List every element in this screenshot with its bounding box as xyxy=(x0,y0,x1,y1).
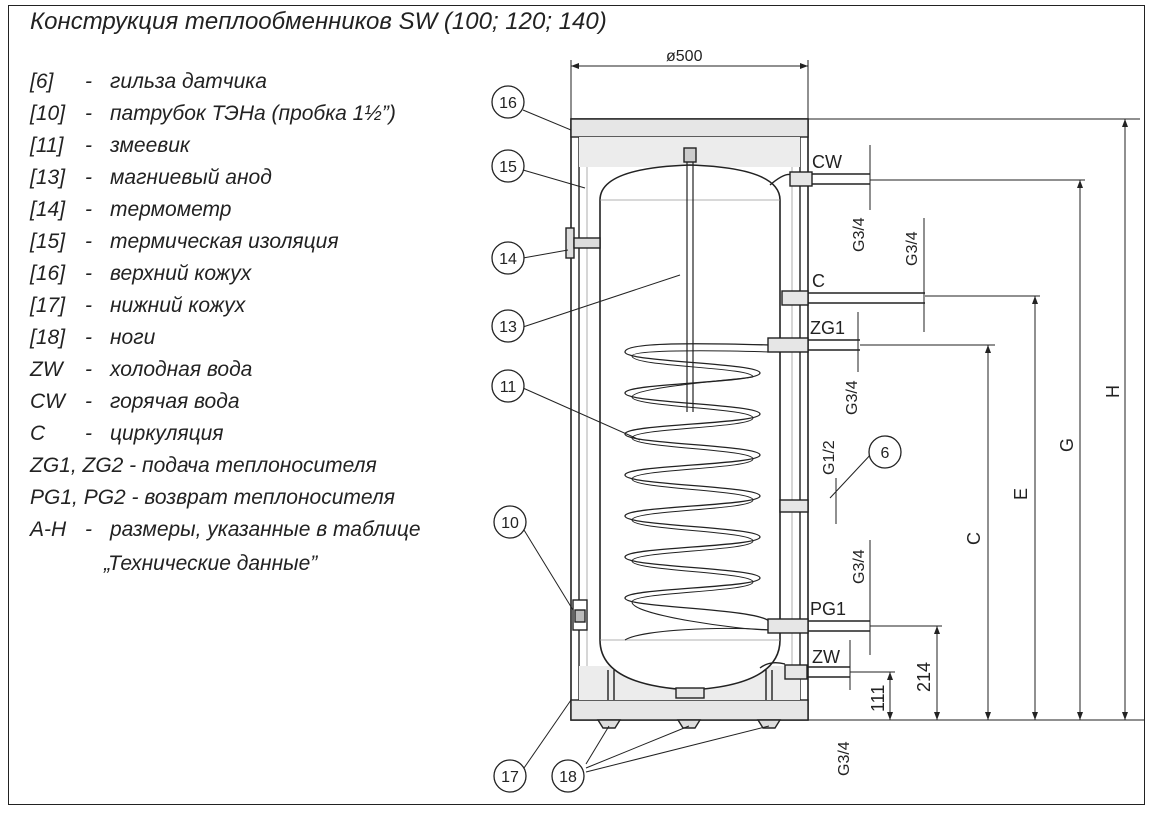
legend-dash: - xyxy=(85,390,92,413)
dim-c: C xyxy=(964,532,984,545)
callout-circle xyxy=(868,435,902,469)
legend-key: C xyxy=(30,422,46,445)
height-labels: 111 214 C E G H xyxy=(868,385,1123,712)
thread-cw: G3/4 xyxy=(851,217,868,252)
legend-desc: патрубок ТЭНа (пробка 1½”) xyxy=(110,102,396,125)
legend-desc: горячая вода xyxy=(110,390,240,413)
legend-desc: магниевый анод xyxy=(110,166,272,189)
callout-circle xyxy=(551,759,585,793)
height-dimensions xyxy=(808,118,1140,720)
callout-leaders xyxy=(522,109,874,773)
callout-label: 18 xyxy=(559,769,577,786)
tank xyxy=(599,164,781,691)
page-title: Конструкция теплообменников SW (100; 120… xyxy=(30,8,607,35)
legend-key: [15] xyxy=(30,230,66,253)
label-c: C xyxy=(812,271,825,291)
heater-port xyxy=(572,599,588,631)
legend-dash: - xyxy=(85,262,92,285)
legend-desc: гильза датчика xyxy=(110,70,267,93)
legend-key: [10] xyxy=(30,102,66,125)
connection-labels: CW C ZG1 PG1 ZW xyxy=(810,152,846,667)
coil xyxy=(624,343,771,641)
label-zw: ZW xyxy=(812,647,840,667)
legend-key: [14] xyxy=(30,198,66,221)
legend-dash: - xyxy=(85,230,92,253)
legend-desc: холодная вода xyxy=(110,358,253,381)
legend-desc: термометр xyxy=(110,198,232,221)
magnesium-anode xyxy=(683,147,697,412)
callout-circle xyxy=(491,241,525,275)
callout-label: 10 xyxy=(501,515,519,532)
legend-ah-dash: - xyxy=(85,518,92,541)
callout-label: 6 xyxy=(881,445,890,462)
legend-dash: - xyxy=(85,166,92,189)
callout-circle xyxy=(493,505,527,539)
legend-key: ZW xyxy=(30,358,63,381)
legend-desc: ноги xyxy=(110,326,156,349)
legend-row-full: PG1, PG2 - возврат теплоносителя xyxy=(30,486,395,509)
callout-circle xyxy=(491,149,525,183)
callout-circle xyxy=(491,369,525,403)
legend-dash: - xyxy=(85,134,92,157)
height-111: 111 xyxy=(868,685,888,712)
dim-g: G xyxy=(1057,438,1077,452)
legend-key: [16] xyxy=(30,262,66,285)
callouts: 16 15 14 13 11 10 17 18 6 xyxy=(491,85,902,793)
thread-sensor: G1/2 xyxy=(821,440,838,475)
dim-h: H xyxy=(1103,385,1123,398)
drawing-frame xyxy=(8,5,1145,805)
legend-key: CW xyxy=(30,390,65,413)
legs xyxy=(596,670,782,729)
legend-key: [13] xyxy=(30,166,66,189)
label-zg1: ZG1 xyxy=(810,318,845,338)
legend-dash: - xyxy=(85,294,92,317)
legend-desc: верхний кожух xyxy=(110,262,252,285)
thread-dimensions xyxy=(835,145,925,690)
dim-e: E xyxy=(1011,488,1031,500)
legend-dash: - xyxy=(85,70,92,93)
callout-label: 11 xyxy=(500,379,517,396)
legend-dash: - xyxy=(85,326,92,349)
legend-key: [6] xyxy=(30,70,54,93)
diameter-label: ø500 xyxy=(666,48,703,65)
legend-desc: нижний кожух xyxy=(110,294,246,317)
legend-ah-continuation: „Технические данные” xyxy=(104,552,318,575)
legend-key: [17] xyxy=(30,294,66,317)
legend-dash: - xyxy=(85,102,92,125)
callout-label: 13 xyxy=(499,319,517,336)
thermometer xyxy=(565,227,601,259)
label-pg1: PG1 xyxy=(810,599,846,619)
callout-circle xyxy=(491,85,525,119)
callout-label: 16 xyxy=(499,95,517,112)
legend-key: [18] xyxy=(30,326,66,349)
thread-labels: G3/4 G3/4 G3/4 G1/2 G3/4 G3/4 xyxy=(821,217,921,776)
diameter-dimension: ø500 xyxy=(570,48,809,120)
legend-ah-desc: размеры, указанные в таблице xyxy=(110,518,421,541)
legend-dash: - xyxy=(85,198,92,221)
callout-label: 15 xyxy=(499,159,517,176)
legend-ah-key: A-H xyxy=(30,518,67,541)
legend-row-full: ZG1, ZG2 - подача теплоносителя xyxy=(30,454,377,477)
label-cw: CW xyxy=(812,152,842,172)
thread-pg1: G3/4 xyxy=(851,549,868,584)
callout-label: 14 xyxy=(499,251,517,268)
callout-circle xyxy=(493,759,527,793)
thread-bottom: G3/4 xyxy=(836,741,853,776)
height-214: 214 xyxy=(914,662,934,692)
legend-desc: термическая изоляция xyxy=(110,230,339,253)
legend-desc: циркуляция xyxy=(110,422,224,445)
legend-dash: - xyxy=(85,358,92,381)
callout-circle xyxy=(491,309,525,343)
legend-key: [11] xyxy=(30,134,64,157)
connection-pipes xyxy=(675,171,925,699)
callout-label: 17 xyxy=(501,769,519,786)
thread-zg1: G3/4 xyxy=(844,380,861,415)
legend-desc: змеевик xyxy=(110,134,190,157)
legend-dash: - xyxy=(85,422,92,445)
thread-c: G3/4 xyxy=(904,231,921,266)
